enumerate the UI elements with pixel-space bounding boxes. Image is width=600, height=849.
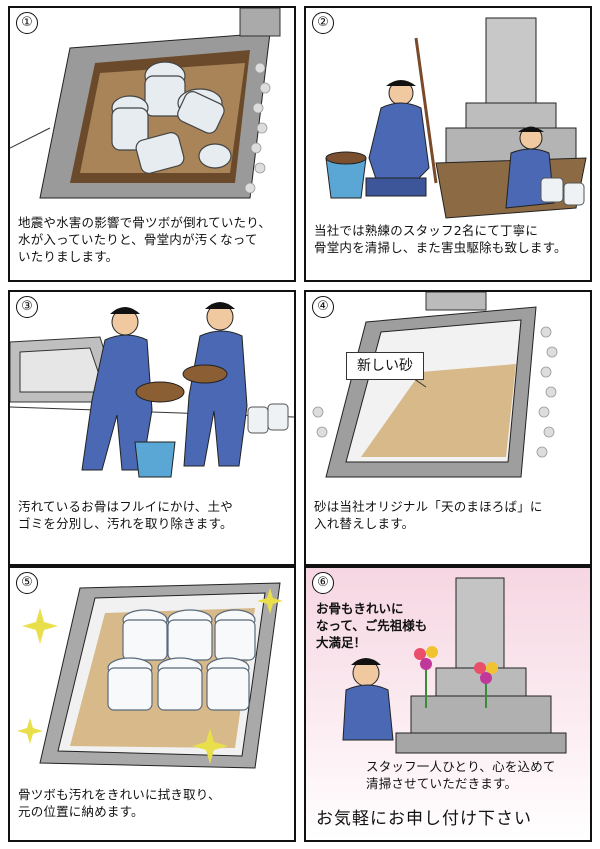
- panel-2-caption: 当社では熟練のスタッフ2名にて丁寧に 骨堂内を清掃し、また害虫駆除も致します。: [314, 223, 567, 255]
- panel-5-illustration: [10, 568, 294, 840]
- panel-1: ① 地震や水害の影響で骨ツボが倒れていたり、 水が入っていたりと、骨堂内が汚くな…: [8, 6, 296, 282]
- flower-icon: [474, 662, 498, 708]
- panel-6-number: ⑥: [312, 572, 334, 594]
- panel-1-illustration: [10, 8, 294, 280]
- staff-member: [342, 658, 394, 741]
- panel-3-number: ③: [16, 296, 38, 318]
- panel-4: ④ 新しい砂 砂は当社オリジナル「天のまほろば」に 入れ替えします。: [304, 290, 592, 566]
- staff-member: [365, 80, 430, 197]
- sparkle-icon: [17, 588, 283, 764]
- speech-bubble: お骨もきれいに なって、ご先祖様も 大満足！: [316, 601, 428, 650]
- staff-member: [81, 307, 153, 471]
- panel-6-caption: スタッフ一人ひとり、心を込めて 清掃させていただきます。: [366, 759, 556, 791]
- panel-2-illustration: [306, 8, 590, 280]
- flower-icon: [414, 646, 438, 708]
- new-sand-label: 新しい砂: [346, 352, 424, 380]
- closing-message: お気軽にお申し付け下さい: [316, 809, 532, 829]
- panel-6: ⑥ お骨もきれいに なって、ご先祖様も 大満足！ スタッフ一人ひとり、心を込めて…: [304, 566, 592, 842]
- panel-4-caption: 砂は当社オリジナル「天のまほろば」に 入れ替えします。: [314, 499, 543, 531]
- panel-6-illustration: [306, 568, 590, 840]
- panel-5: ⑤ 骨ツボも汚れをきれいに拭き取り、 元の位置に納めます。: [8, 566, 296, 842]
- panel-4-number: ④: [312, 296, 334, 318]
- panel-3-illustration: [10, 292, 294, 564]
- panel-1-caption: 地震や水害の影響で骨ツボが倒れていたり、 水が入っていたりと、骨堂内が汚くなって…: [18, 215, 272, 264]
- panel-2: ② 当社では熟練のスタッフ2名にて丁寧に 骨堂内を清掃し、また害虫駆除も致します…: [304, 6, 592, 282]
- panel-2-number: ②: [312, 12, 334, 34]
- panel-5-number: ⑤: [16, 572, 38, 594]
- panel-5-caption: 骨ツボも汚れをきれいに拭き取り、 元の位置に納めます。: [18, 787, 221, 819]
- panel-1-number: ①: [16, 12, 38, 34]
- panel-3-caption: 汚れているお骨はフルイにかけ、土や ゴミを分別し、汚れを取り除きます。: [18, 499, 233, 531]
- panel-3: ③ 汚れているお骨はフルイにかけ、土や ゴミを分別し、汚れを取り除きます。: [8, 290, 296, 566]
